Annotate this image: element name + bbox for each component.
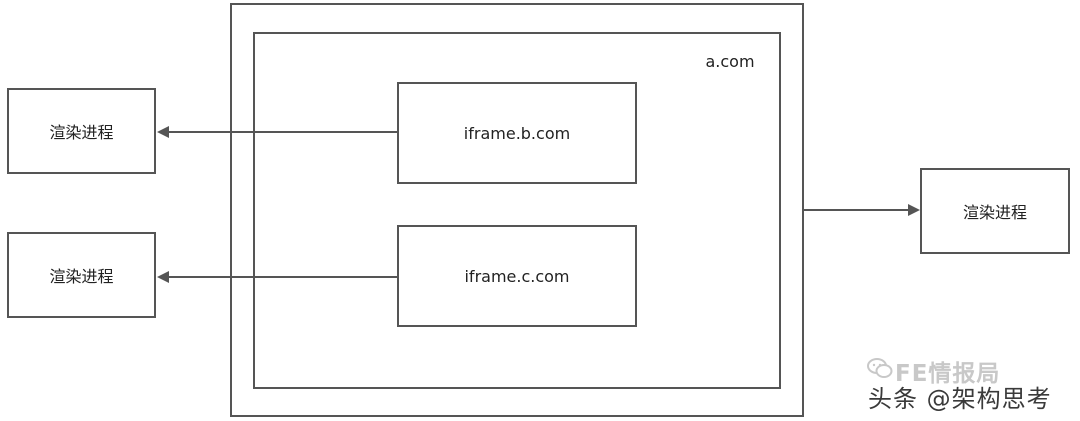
iframe-b-box [397, 82, 637, 184]
render-process-label-left-top: 渲染进程 [49, 123, 114, 142]
render-process-box-left-top [7, 88, 156, 174]
a-com-label: a.com [705, 51, 755, 71]
arrowhead-left-top [157, 126, 169, 138]
wechat-icon [867, 358, 893, 378]
render-process-label-left-bottom: 渲染进程 [49, 267, 114, 286]
iframe-c-box [397, 225, 637, 327]
render-process-box-left-bottom [7, 232, 156, 318]
render-process-label-right: 渲染进程 [962, 203, 1027, 222]
iframe-c-label: iframe.c.com [464, 266, 570, 286]
watermark-back-text: FE情报局 [895, 361, 1001, 387]
watermark-front-text: 头条 @架构思考 [868, 385, 1052, 413]
arrowhead-right [908, 204, 920, 216]
iframe-b-label: iframe.b.com [463, 123, 571, 143]
arrowhead-left-bottom [157, 271, 169, 283]
render-process-box-right [920, 168, 1070, 254]
